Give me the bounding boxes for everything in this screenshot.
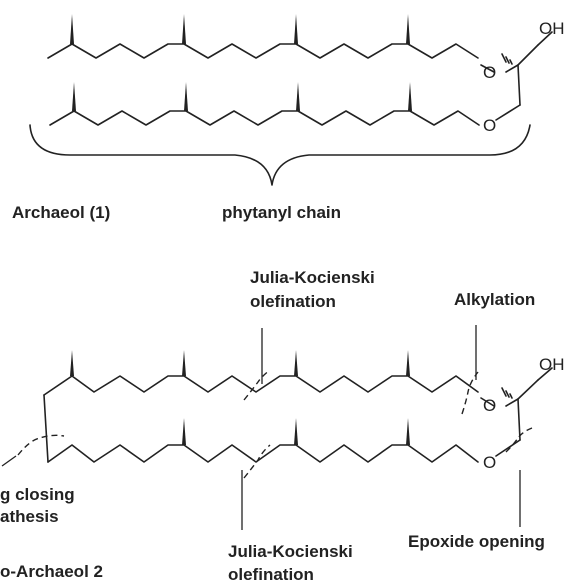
methyl-wedge bbox=[70, 350, 74, 376]
methyl-wedge bbox=[406, 418, 410, 445]
ring-closing-label-line1: g closing bbox=[0, 485, 75, 504]
methyl-wedge bbox=[406, 350, 410, 376]
macro-archaeol-structure: OH O O bbox=[43, 350, 565, 472]
bond-chiral-ch2oh bbox=[517, 379, 539, 400]
macro-archaeol-label: o-Archaeol 2 bbox=[0, 562, 103, 581]
alkylation-disconnection bbox=[461, 371, 479, 415]
ring-closing-label-line2: athesis bbox=[0, 507, 59, 526]
bond-ch2-o2 bbox=[495, 439, 521, 457]
ether-oxygen-label: O bbox=[483, 116, 496, 135]
julia-top-label-line2: olefination bbox=[250, 292, 336, 311]
methyl-wedge bbox=[294, 418, 298, 445]
bond-ch2-oh bbox=[537, 31, 553, 46]
phytanyl-chain-label: phytanyl chain bbox=[222, 203, 341, 222]
julia-bottom-label-line2: olefination bbox=[228, 565, 314, 584]
hydroxyl-label: OH bbox=[539, 355, 565, 374]
upper-macro-chain bbox=[43, 375, 479, 396]
julia-bottom-disconnection bbox=[243, 444, 271, 479]
epoxide-disconnection bbox=[505, 427, 533, 453]
ring-closing-leader bbox=[1, 455, 17, 467]
julia-bottom-label-line1: Julia-Kocienski bbox=[228, 542, 353, 561]
methyl-wedge bbox=[296, 82, 300, 111]
bond-o1-c bbox=[480, 64, 495, 73]
stereo-hash-bottom bbox=[501, 387, 513, 399]
methyl-wedge bbox=[72, 82, 76, 111]
ether-oxygen-label: O bbox=[483, 63, 496, 82]
methyl-wedge bbox=[406, 14, 410, 44]
bond-o1-c bbox=[480, 397, 495, 407]
methyl-wedge bbox=[408, 82, 412, 111]
archaeol-structure: OH O O bbox=[47, 14, 565, 135]
methyl-wedge bbox=[294, 14, 298, 44]
ether-oxygen-label: O bbox=[483, 453, 496, 472]
ring-closing-disconnection bbox=[17, 434, 65, 456]
ether-oxygen-label: O bbox=[483, 396, 496, 415]
bond-ch2-oh bbox=[537, 367, 553, 381]
julia-top-label-line1: Julia-Kocienski bbox=[250, 268, 375, 287]
methyl-wedge bbox=[182, 14, 186, 44]
lower-phytanyl-chain bbox=[49, 110, 480, 126]
upper-phytanyl-chain bbox=[47, 43, 479, 59]
bond-o1-chiral bbox=[505, 398, 519, 407]
methyl-wedge bbox=[182, 350, 186, 376]
ring-closing-bond bbox=[43, 394, 49, 463]
methyl-wedge bbox=[70, 14, 74, 44]
bond-chiral-ch2 bbox=[517, 398, 521, 441]
hydroxyl-label: OH bbox=[539, 19, 565, 38]
julia-top-disconnection bbox=[243, 369, 271, 401]
bond-chiral-ch2 bbox=[517, 64, 521, 106]
lower-macro-chain bbox=[47, 444, 479, 463]
alkylation-label: Alkylation bbox=[454, 290, 535, 309]
epoxide-opening-label: Epoxide opening bbox=[408, 532, 545, 551]
methyl-wedge bbox=[184, 82, 188, 111]
phytanyl-brace bbox=[29, 124, 531, 186]
methyl-wedge bbox=[294, 350, 298, 376]
bond-o1-chiral bbox=[505, 64, 519, 73]
bond-ch2-o2 bbox=[495, 104, 521, 121]
methyl-wedge bbox=[182, 418, 186, 445]
archaeol-label: Archaeol (1) bbox=[12, 203, 110, 222]
bond-chiral-ch2oh bbox=[517, 44, 539, 66]
stereo-hash-top bbox=[501, 53, 513, 65]
